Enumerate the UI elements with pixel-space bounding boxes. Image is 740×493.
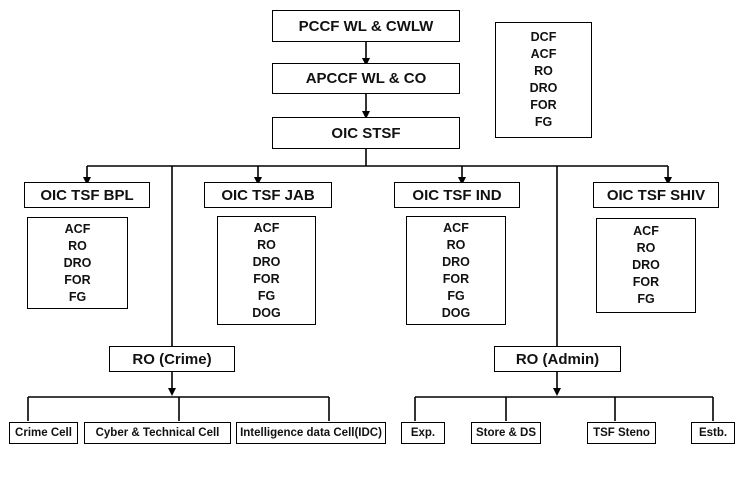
pccf-label: PCCF WL & CWLW [298,17,434,35]
staff-item: FOR [442,271,470,286]
hq-staff-item: RO [534,64,553,78]
idc-cell-label: Intelligence data Cell(IDC) [240,427,382,439]
ro-crime-box: RO (Crime) [109,346,235,372]
ro-admin-box: RO (Admin) [494,346,621,372]
oic-stsf-label: OIC STSF [331,124,401,142]
division-title-label: OIC TSF BPL [40,186,134,204]
staff-item: ACF [64,221,91,236]
division-staff-bpl: ACF RO DRO FOR FG [27,217,128,309]
hq-staff-box: DCF ACF RO DRO FOR FG [495,22,592,138]
apccf-box: APCCF WL & CO [272,63,460,94]
hq-staff-item: ACF [530,47,557,61]
staff-item: RO [257,237,276,252]
staff-item: ACF [253,220,280,235]
staff-item: FG [447,288,465,303]
staff-item: RO [68,238,87,253]
division-title-shiv: OIC TSF SHIV [593,182,719,208]
staff-item: FOR [64,272,91,287]
pccf-box: PCCF WL & CWLW [272,10,460,42]
cyber-cell-label: Cyber & Technical Cell [95,427,220,439]
crime-cell-label: Crime Cell [15,427,72,439]
staff-item: FG [637,292,655,306]
estb-box: Estb. [691,422,735,444]
division-title-label: OIC TSF IND [412,186,502,204]
staff-item: DRO [442,254,470,269]
estb-label: Estb. [698,427,728,439]
apccf-label: APCCF WL & CO [305,70,427,87]
staff-item: DRO [63,255,92,270]
staff-item: DOG [252,305,281,320]
staff-item: FG [257,288,276,303]
division-title-ind: OIC TSF IND [394,182,520,208]
division-title-label: OIC TSF JAB [221,186,315,204]
oic-stsf-box: OIC STSF [272,117,460,149]
crime-cell-box: Crime Cell [9,422,78,444]
tsf-steno-box: TSF Steno [587,422,656,444]
staff-item: RO [636,241,656,255]
idc-cell-box: Intelligence data Cell(IDC) [236,422,386,444]
cyber-cell-box: Cyber & Technical Cell [84,422,231,444]
store-ds-box: Store & DS [471,422,541,444]
tsf-steno-label: TSF Steno [593,427,650,439]
hq-staff-item: DCF [530,30,557,44]
staff-item: ACF [633,224,659,238]
hq-staff-item: FG [534,115,553,129]
staff-item: RO [446,237,466,252]
exp-box: Exp. [401,422,445,444]
staff-item: DRO [632,258,660,272]
staff-item: DRO [252,254,281,269]
ro-crime-label: RO (Crime) [132,350,212,368]
division-title-bpl: OIC TSF BPL [24,182,150,208]
division-staff-ind: ACF RO DRO FOR FG DOG [406,216,506,325]
hq-staff-item: FOR [530,98,557,112]
staff-item: FG [68,289,87,304]
staff-item: FOR [253,271,280,286]
division-staff-shiv: ACF RO DRO FOR FG [596,218,696,313]
staff-item: ACF [443,220,469,235]
division-title-jab: OIC TSF JAB [204,182,332,208]
division-title-label: OIC TSF SHIV [606,186,706,204]
staff-item: DOG [441,305,471,320]
exp-label: Exp. [410,427,436,439]
division-staff-jab: ACF RO DRO FOR FG DOG [217,216,316,325]
hq-staff-item: DRO [529,81,558,95]
ro-admin-label: RO (Admin) [515,350,600,368]
staff-item: FOR [632,275,660,289]
store-ds-label: Store & DS [475,427,537,439]
